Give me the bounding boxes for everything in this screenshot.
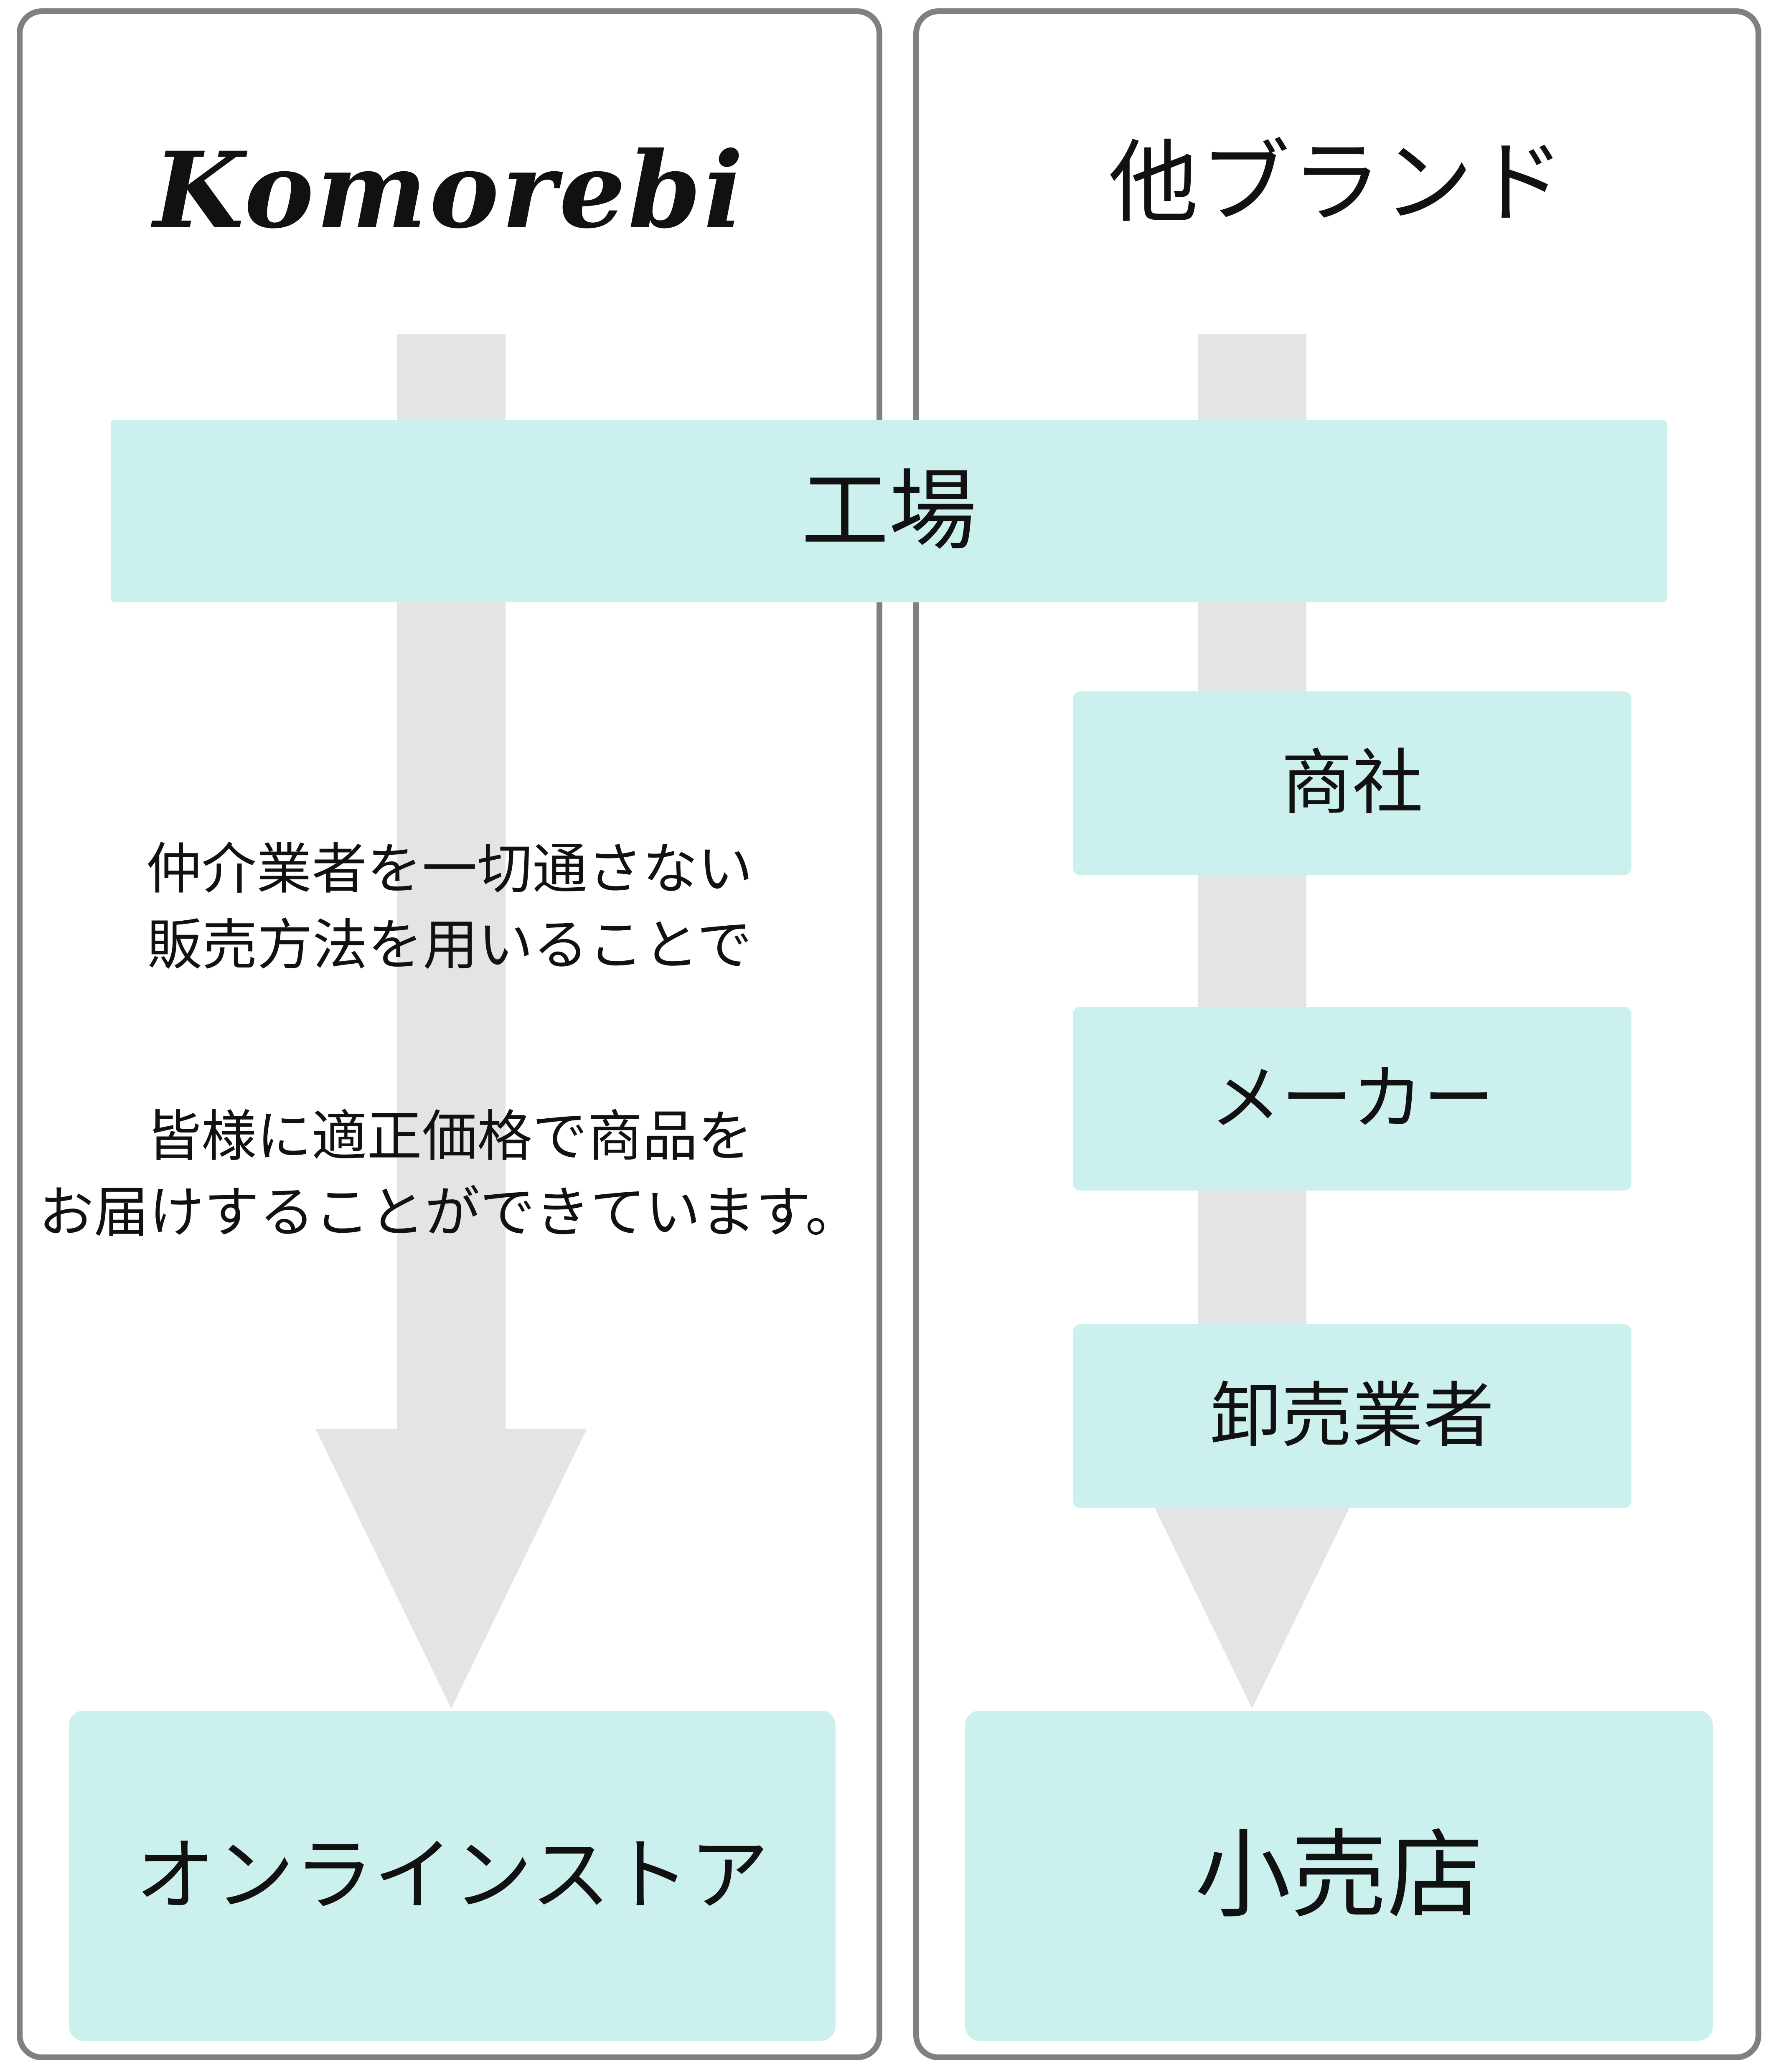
flow-node-maker: メーカー	[1073, 1007, 1631, 1191]
copy-paragraph-2: 皆様に適正価格で商品を お届けすることができています。	[38, 1105, 861, 1245]
flow-node-retail-store: 小売店	[965, 1711, 1713, 2041]
flow-node-trading-company: 商社	[1073, 691, 1631, 875]
flow-node-wholesaler: 卸売業者	[1073, 1324, 1631, 1508]
down-arrow-icon-left	[315, 334, 587, 1713]
flow-node-factory: 工場	[111, 420, 1667, 602]
copy-paragraph-1: 仲介業者を一切通さない 販売方法を用いることで	[146, 837, 753, 978]
panel-title-other-brands: 他ブランド	[1108, 130, 1566, 235]
flow-node-online-store: オンラインストア	[69, 1711, 836, 2041]
panel-title-komorebi: Komorebi	[153, 129, 746, 251]
